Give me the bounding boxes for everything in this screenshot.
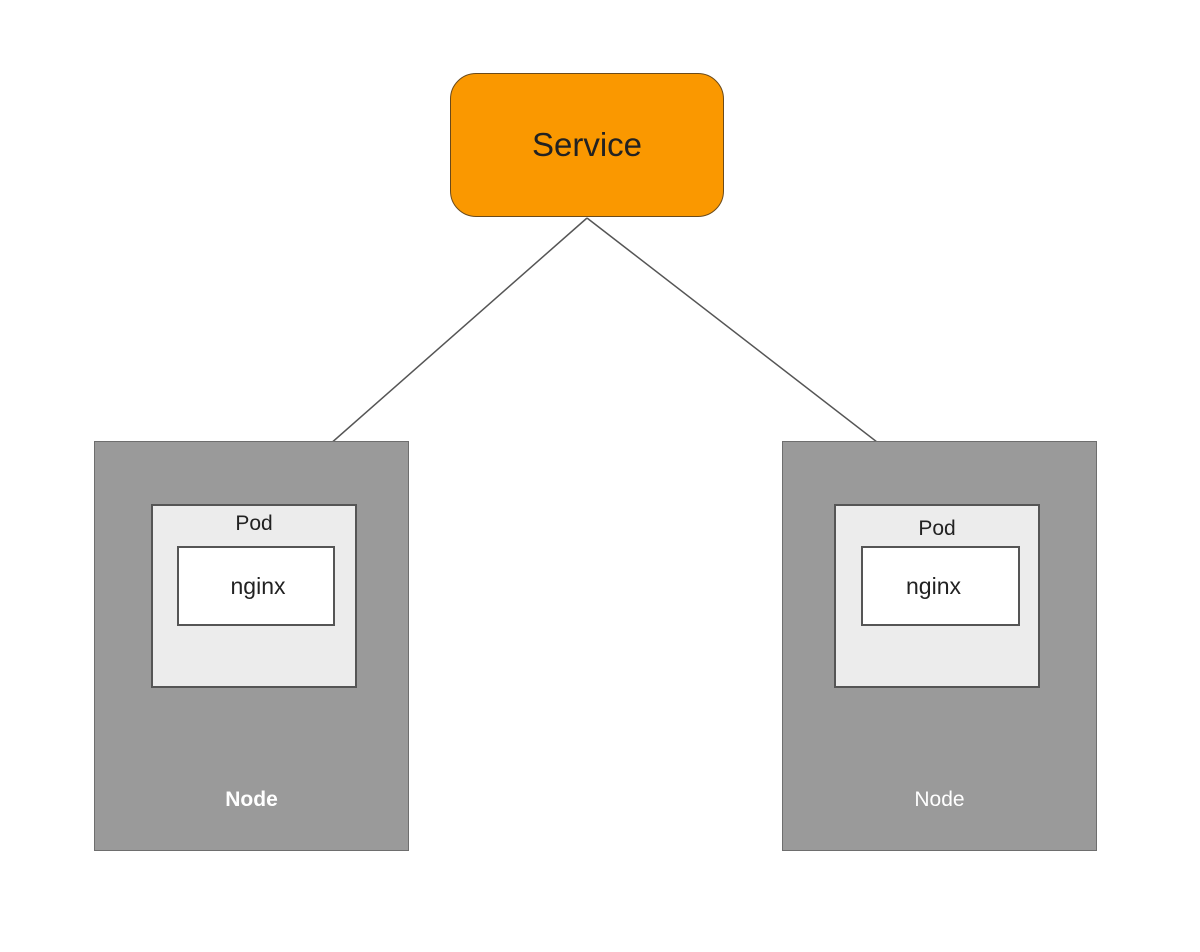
container-label: nginx bbox=[906, 572, 961, 599]
container-label: nginx bbox=[230, 572, 286, 599]
service-box: Service bbox=[450, 73, 724, 217]
nginx-container-right: nginx bbox=[861, 546, 1020, 626]
pod-right: Pod nginx bbox=[834, 504, 1040, 688]
service-label: Service bbox=[531, 126, 643, 163]
nginx-container-left: nginx bbox=[177, 546, 335, 626]
node-label: Node bbox=[914, 788, 965, 811]
node-right: Pod nginx Node bbox=[782, 441, 1097, 851]
node-label: Node bbox=[225, 788, 278, 811]
pod-left: Pod nginx bbox=[151, 504, 357, 688]
node-left: Pod nginx Node bbox=[94, 441, 409, 851]
pod-label: Pod bbox=[918, 517, 956, 540]
pod-label: Pod bbox=[235, 512, 273, 535]
